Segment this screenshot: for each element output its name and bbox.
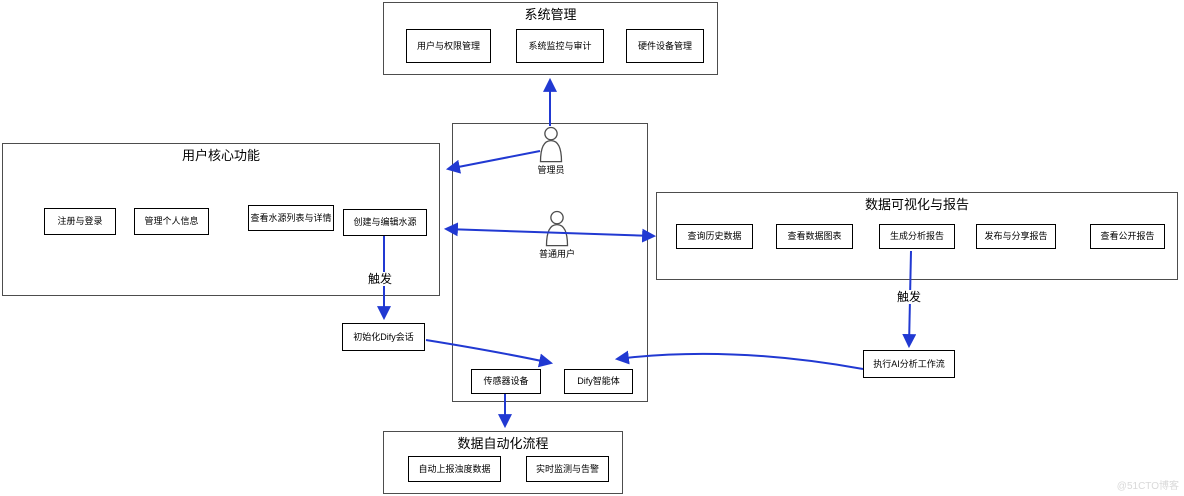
node-init-dify-session: 初始化Dify会话 — [342, 323, 425, 351]
trigger-label-right: 触发 — [895, 290, 924, 304]
usecase-hardware-device-management: 硬件设备管理 — [626, 29, 704, 63]
system-boundary: 管理员 普通用户 传感器设备 Dify智能体 — [452, 123, 648, 402]
group-title-system-management: 系统管理 — [524, 7, 577, 22]
usecase-user-permission-management: 用户与权限管理 — [406, 29, 491, 63]
usecase-view-data-charts: 查看数据图表 — [776, 224, 853, 249]
trigger-label-left: 触发 — [366, 272, 395, 286]
group-title-data-automation: 数据自动化流程 — [457, 436, 549, 451]
actor-normal-user: 普通用户 — [539, 210, 575, 259]
group-data-automation: 数据自动化流程 自动上报浊度数据 实时监测与告警 — [383, 431, 623, 494]
usecase-register-login: 注册与登录 — [44, 208, 116, 235]
arrow-run-ai-workflow-to-dify-agent — [614, 350, 864, 370]
usecase-create-edit-watersource: 创建与编辑水源 — [343, 209, 427, 236]
node-sensor-device: 传感器设备 — [471, 369, 541, 394]
group-title-data-visualization: 数据可视化与报告 — [864, 197, 969, 212]
usecase-generate-analysis-report: 生成分析报告 — [879, 224, 955, 249]
group-system-management: 系统管理 用户与权限管理 系统监控与审计 硬件设备管理 — [383, 2, 718, 75]
actor-admin-label: 管理员 — [537, 165, 565, 175]
actor-admin: 管理员 — [537, 126, 565, 175]
group-user-core-functions: 用户核心功能 注册与登录 管理个人信息 查看水源列表与详情 创建与编辑水源 — [2, 143, 440, 296]
usecase-query-history-data: 查询历史数据 — [676, 224, 753, 249]
node-dify-agent: Dify智能体 — [564, 369, 633, 394]
actor-normal-user-label: 普通用户 — [539, 249, 576, 259]
usecase-auto-report-turbidity-data: 自动上报浊度数据 — [408, 456, 501, 482]
usecase-system-monitoring-audit: 系统监控与审计 — [516, 29, 604, 63]
watermark: @51CTO博客 — [1116, 481, 1179, 492]
usecase-manage-profile: 管理个人信息 — [134, 208, 209, 235]
group-data-visualization-reports: 数据可视化与报告 查询历史数据 查看数据图表 生成分析报告 发布与分享报告 查看… — [656, 192, 1178, 280]
group-title-user-core-functions: 用户核心功能 — [181, 148, 260, 163]
usecase-view-public-reports: 查看公开报告 — [1090, 224, 1165, 249]
usecase-publish-share-report: 发布与分享报告 — [976, 224, 1056, 249]
usecase-realtime-monitoring-alert: 实时监测与告警 — [526, 456, 609, 482]
node-run-ai-workflow: 执行AI分析工作流 — [863, 350, 955, 378]
normal-user-actor-icon — [545, 210, 569, 247]
usecase-view-watersource-list-details: 查看水源列表与详情 — [248, 205, 334, 231]
admin-actor-icon — [539, 126, 563, 163]
